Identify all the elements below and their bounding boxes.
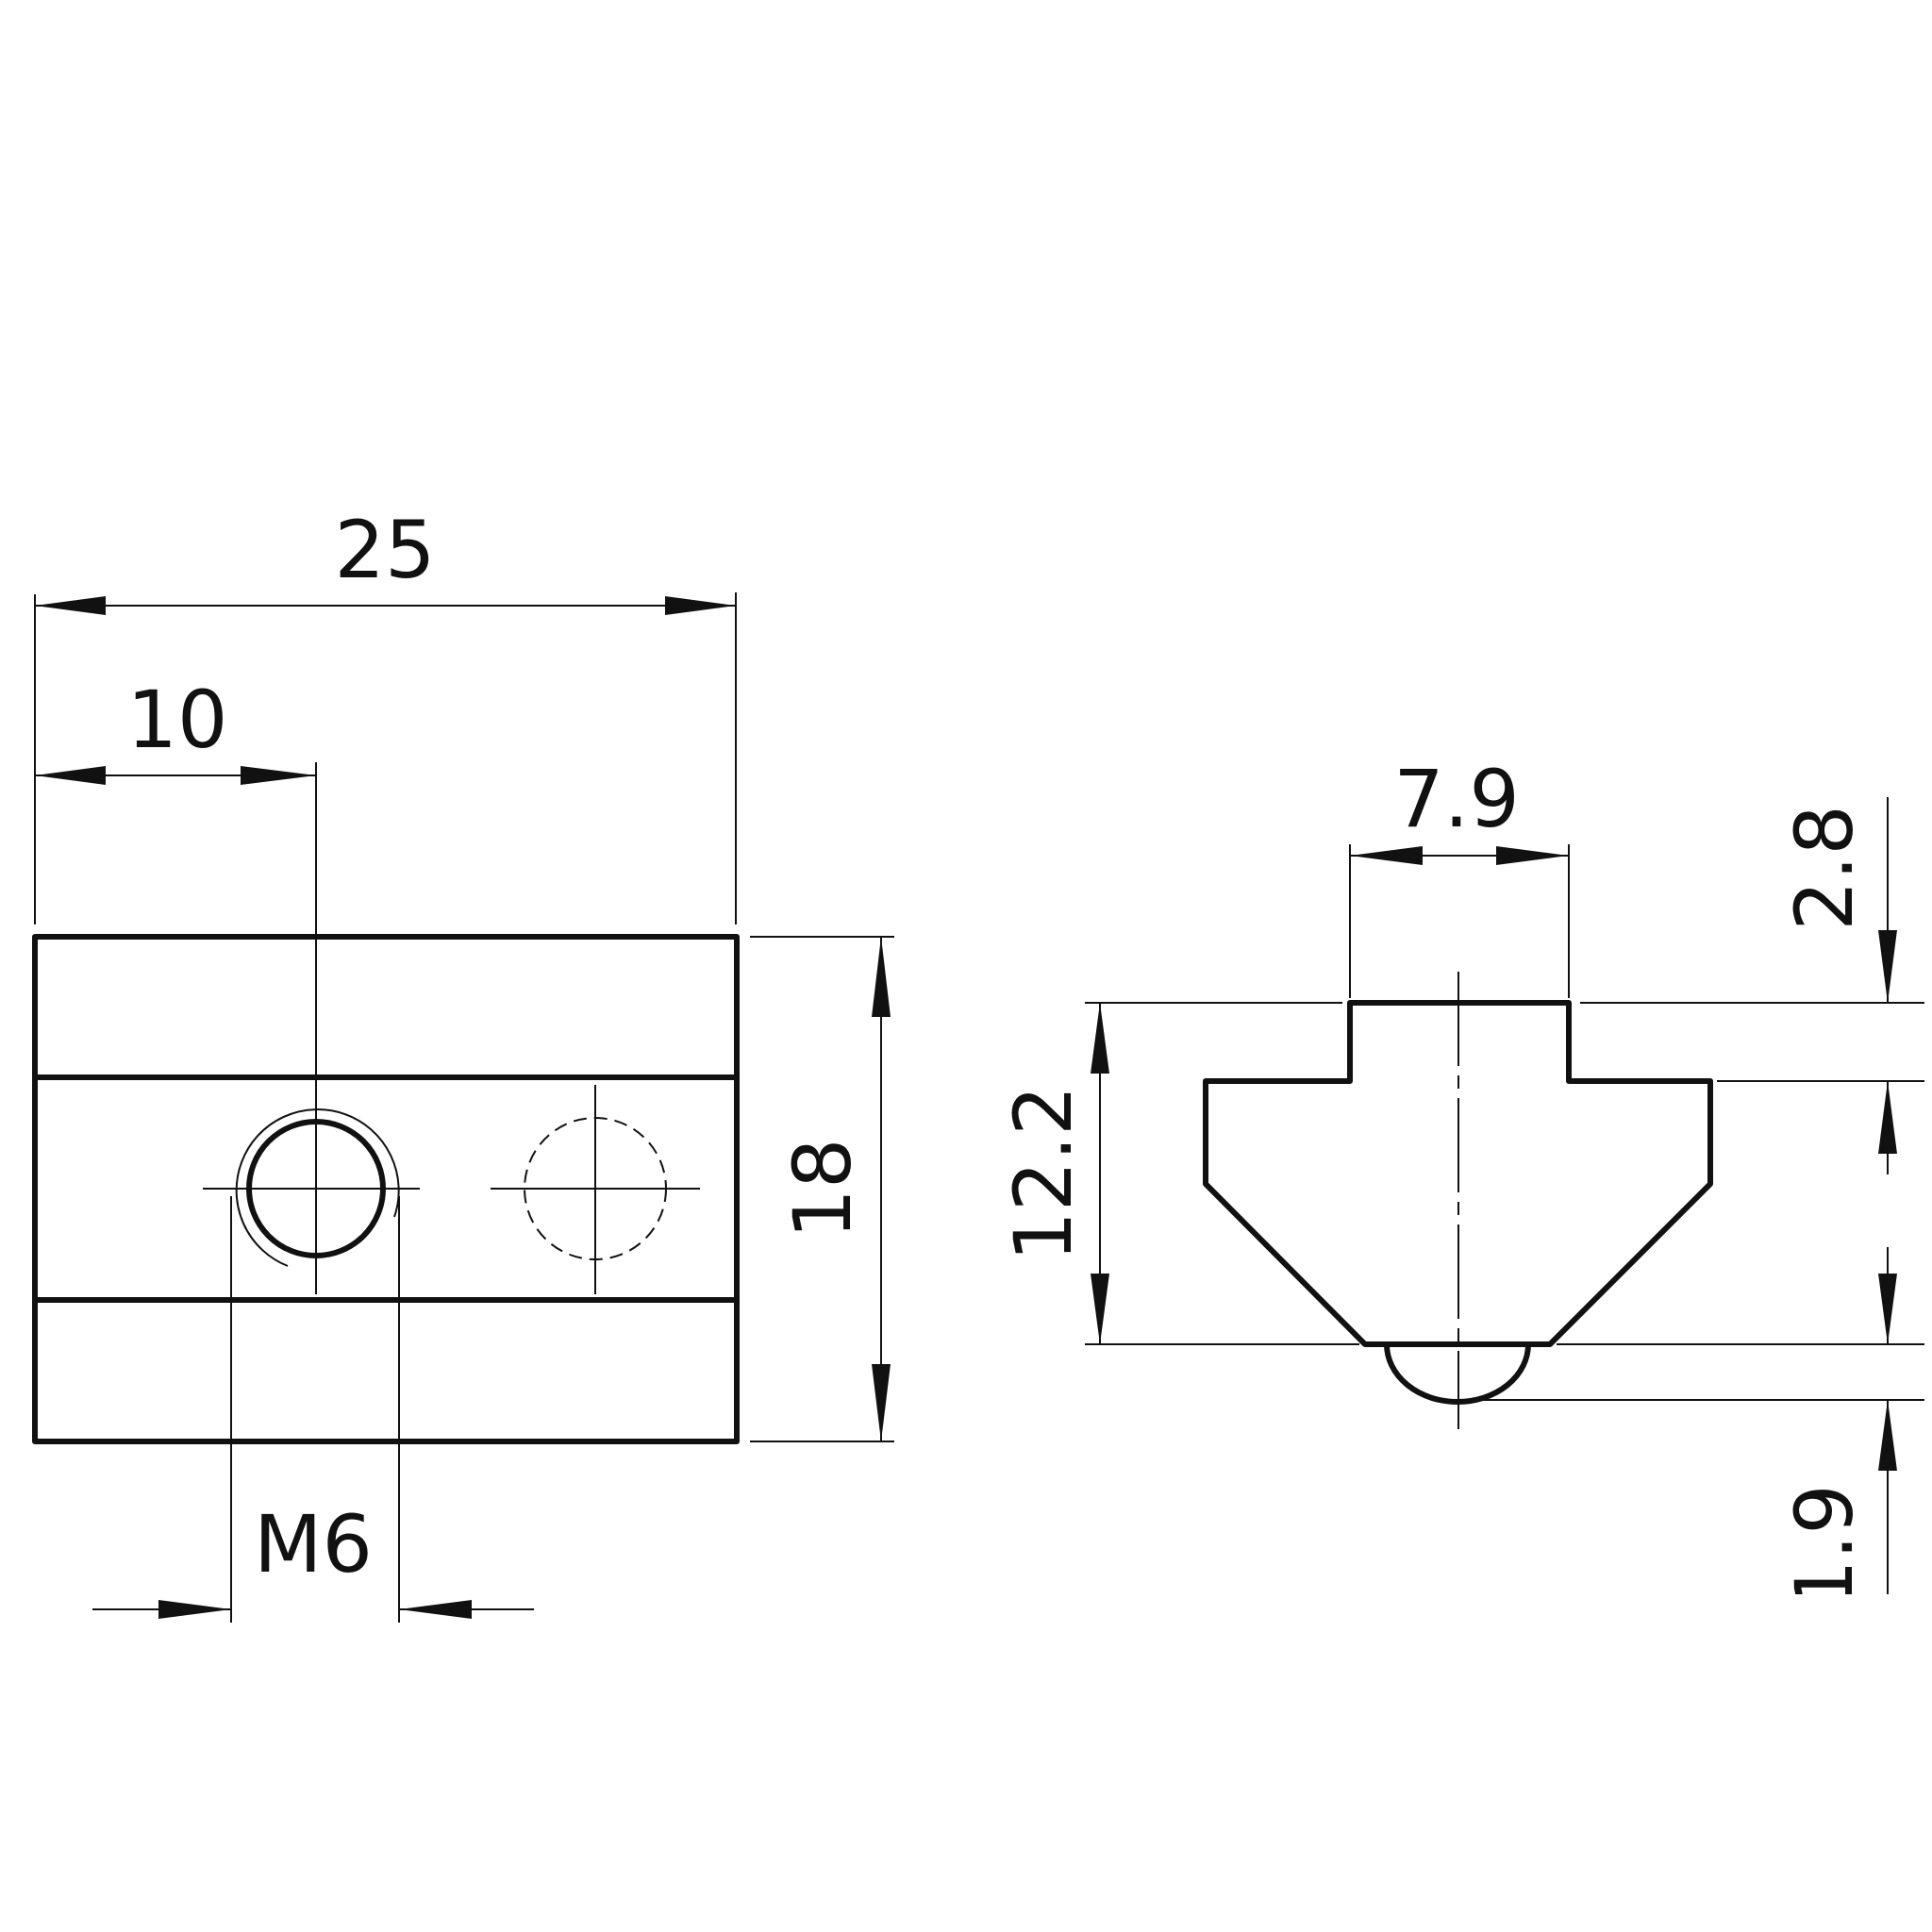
- dimension-label-1-9: 1.9: [1778, 1484, 1871, 1610]
- dimension-top-width: 7.9: [1349, 753, 1570, 998]
- crop-mask: [1764, 1594, 1932, 1932]
- dimension-overall-width: 25: [34, 504, 737, 924]
- dimension-top-step: 2.8: [1580, 797, 1924, 1174]
- dimension-label-12-2: 12.2: [997, 1085, 1090, 1261]
- t-nut-profile: [1203, 1000, 1713, 1347]
- dimension-label-7-9: 7.9: [1393, 753, 1520, 845]
- threaded-hole: [203, 1094, 420, 1292]
- dimension-height: 18: [750, 936, 894, 1442]
- dimension-label-10: 10: [127, 674, 228, 766]
- dimension-label-2-8: 2.8: [1778, 805, 1871, 931]
- dimension-ball-height: 1.9: [1472, 1247, 1924, 1610]
- dimension-hole-offset: 10: [35, 674, 317, 1294]
- front-view-outline: [32, 934, 740, 1444]
- dimension-body-height: 12.2: [997, 1002, 1359, 1345]
- side-view: 7.9 2.8 12.2 1.: [997, 753, 1924, 1610]
- alternate-hole: [491, 1085, 700, 1294]
- dimension-label-m6: M6: [254, 1498, 373, 1591]
- front-view: 25 10 18 M6: [32, 504, 894, 1623]
- thread-major-arc: [235, 1108, 400, 1267]
- dimension-thread: M6: [92, 1196, 534, 1623]
- dimension-label-18: 18: [776, 1139, 869, 1240]
- dimension-label-25: 25: [335, 504, 436, 596]
